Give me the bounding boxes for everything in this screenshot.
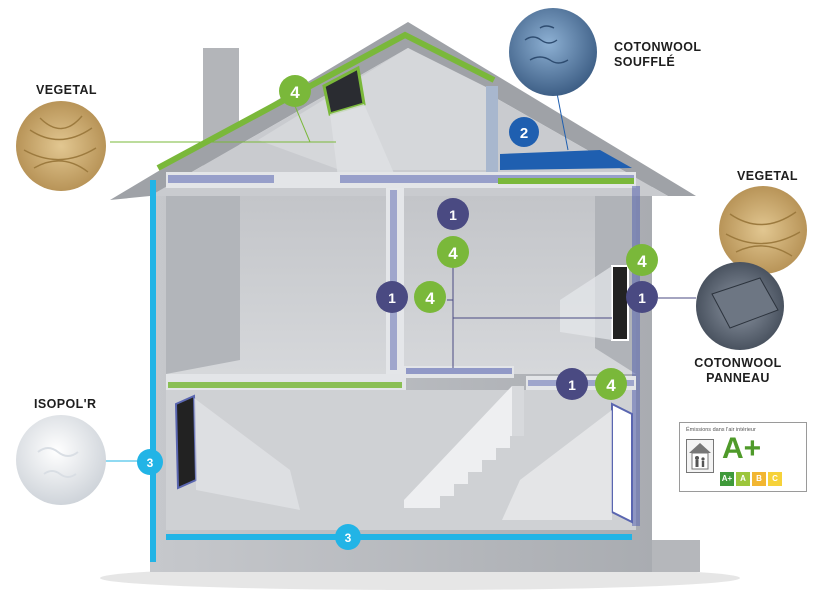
badge-right-purple-text: 1 — [638, 290, 646, 306]
badge-roof-green-4: 4 — [279, 75, 311, 107]
scale-a-plus: A+ — [720, 472, 734, 486]
green-connector — [110, 105, 336, 143]
blue-connector — [555, 87, 569, 151]
badge-wall-green-4: 4 — [414, 281, 446, 313]
lower-left-window — [174, 394, 198, 490]
ceiling-insulation-left — [168, 175, 274, 183]
isopolr-photo — [16, 415, 106, 505]
badge-center-green-text: 4 — [448, 244, 458, 263]
badge-floor-cyan-text: 3 — [345, 531, 352, 545]
badge-attic-blue-text: 2 — [520, 125, 528, 142]
center-partition-insulation — [390, 190, 397, 370]
badge-lower-green-text: 4 — [606, 376, 616, 395]
exterior-steps — [652, 540, 700, 572]
ceiling-insulation-right — [340, 175, 634, 183]
badge-wall-green-text: 4 — [425, 289, 435, 308]
label-cotonwool-souffle-line2: SOUFFLÉ — [614, 55, 676, 69]
badge-right-green-text: 4 — [637, 252, 647, 271]
blown-insulation-layer — [500, 150, 632, 170]
scale-c: C — [768, 472, 782, 486]
air-emissions-scale: A+ A B C — [720, 472, 782, 486]
label-cotonwool-panneau: COTONWOOL PANNEAU — [688, 356, 788, 386]
scale-b: B — [752, 472, 766, 486]
badge-right-purple-1: 1 — [626, 281, 658, 313]
badge-lower-green-4: 4 — [595, 368, 627, 400]
badge-lower-purple-1: 1 — [556, 368, 588, 400]
mid-floor-green-insulation — [168, 382, 402, 388]
label-cotonwool-souffle: COTONWOOL SOUFFLÉ — [614, 40, 701, 70]
air-emissions-title: Émissions dans l'air intérieur — [686, 427, 756, 433]
skylight-beam — [330, 104, 396, 178]
lower-right-door — [611, 402, 633, 524]
badge-roof-green-text: 4 — [290, 83, 300, 102]
right-wall-insulation — [632, 186, 640, 526]
right-window — [611, 265, 629, 341]
staircase — [404, 386, 524, 508]
air-emissions-grade: A+ — [722, 432, 762, 465]
label-vegetal-right: VEGETAL — [737, 169, 798, 183]
label-cotonwool-panneau-line1: COTONWOOL — [694, 356, 782, 370]
badge-attic-blue-2: 2 — [509, 117, 539, 147]
vegetal-left-photo — [16, 101, 106, 191]
left-wall-insulation — [150, 180, 156, 562]
label-cotonwool-panneau-line2: PANNEAU — [706, 371, 770, 385]
ground-floor-insulation — [166, 534, 632, 540]
label-isopolr: ISOPOL'R — [34, 397, 97, 411]
attic-light — [258, 48, 488, 170]
badge-lower-purple-text: 1 — [568, 377, 576, 393]
badge-wall-purple-1: 1 — [376, 281, 408, 313]
badge-right-green-4: 4 — [626, 244, 658, 276]
badge-center-purple-text: 1 — [449, 207, 457, 223]
attic-wall-insulation — [486, 86, 498, 172]
right-window-light — [560, 266, 612, 340]
vegetal-right-photo — [719, 186, 807, 274]
badge-left-cyan-text: 3 — [147, 456, 154, 470]
air-emissions-label: Émissions dans l'air intérieur A+ A+ A B… — [679, 422, 807, 492]
attic-floor-insulation — [498, 178, 634, 184]
roof-insulation-line — [156, 31, 496, 171]
badge-left-cyan-3: 3 — [137, 449, 163, 475]
mid-floor-center-insulation — [406, 368, 512, 374]
lower-left-light — [194, 398, 300, 510]
badge-center-purple-1: 1 — [437, 198, 469, 230]
left-room-wall — [166, 188, 240, 374]
scale-a: A — [736, 472, 750, 486]
label-vegetal-left: VEGETAL — [36, 83, 97, 97]
lower-right-light — [502, 410, 612, 520]
badge-center-green-4: 4 — [437, 236, 469, 268]
cotonwool-souffle-photo — [509, 8, 597, 96]
connector-lines — [447, 268, 696, 368]
house-family-icon — [686, 439, 714, 473]
badge-wall-purple-text: 1 — [388, 290, 396, 306]
cotonwool-panneau-photo — [696, 262, 784, 350]
label-cotonwool-souffle-line1: COTONWOOL — [614, 40, 702, 54]
badge-floor-cyan-3: 3 — [335, 524, 361, 550]
